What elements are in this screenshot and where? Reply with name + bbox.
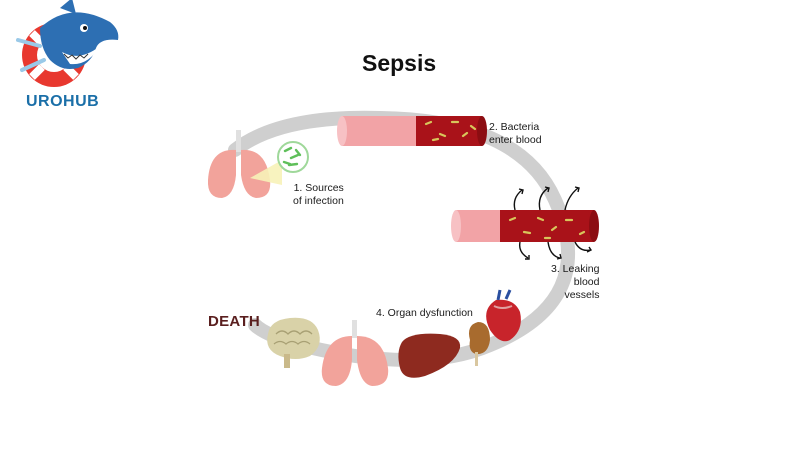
diagram-title: Sepsis	[362, 50, 437, 76]
urohub-logo	[16, 0, 119, 87]
blood-vessel-icon	[337, 116, 487, 146]
heart-icon	[486, 289, 521, 342]
liver-icon	[398, 333, 461, 378]
brain-icon	[267, 317, 320, 368]
leak-arrow-icon	[513, 186, 593, 260]
stage-1-label: 1. Sources of infection	[293, 182, 344, 207]
stage-3-label: 3. Leaking blood vessels	[551, 263, 600, 301]
shark-mascot-icon	[16, 0, 119, 72]
outcome-label: DEATH	[208, 313, 261, 330]
stage-4-label: 4. Organ dysfunction	[376, 307, 473, 319]
lungs-icon	[207, 130, 282, 198]
bacteria-icon	[277, 141, 309, 173]
stage-2-label: 2. Bacteria enter blood	[489, 121, 542, 146]
leaking-vessel-icon	[451, 210, 599, 242]
brand-name: UROHUB	[26, 93, 100, 110]
kidney-icon	[469, 322, 490, 366]
lungs-organ-icon	[321, 320, 389, 386]
